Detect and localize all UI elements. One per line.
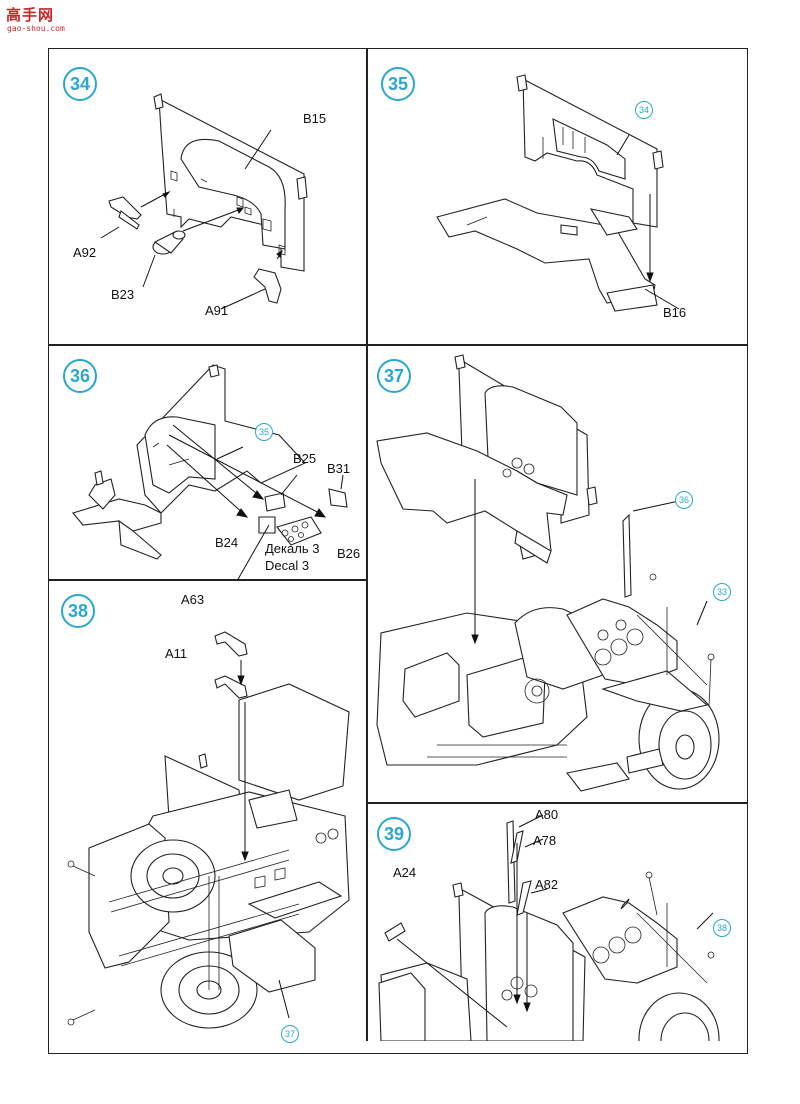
step-36-panel: 36 35 B25 B31 B24 B26 Декаль 3 Decal 3	[49, 345, 367, 580]
ref-step-35: 35	[255, 423, 273, 441]
step-39-drawing	[378, 814, 720, 1041]
step-38-drawing	[67, 631, 350, 1029]
step-37-drawing	[376, 354, 720, 792]
decal-label-en: Decal 3	[265, 558, 310, 573]
divider-right-mid	[367, 802, 747, 804]
decal-label-ru: Декаль 3	[265, 541, 320, 556]
step-34-drawing	[100, 93, 308, 310]
divider-top-row	[49, 344, 747, 346]
step-35-drawing	[436, 74, 680, 312]
part-label-b15: B15	[303, 111, 327, 126]
step-number-36: 36	[63, 359, 97, 393]
part-label-a82: A82	[535, 877, 559, 892]
ref-step-38: 38	[713, 919, 731, 937]
ref-step-34: 34	[635, 101, 653, 119]
divider-left-mid	[49, 579, 367, 581]
divider-vertical	[366, 49, 368, 1041]
step-39-panel: 39 38 A80 A78 A24 A82	[367, 803, 747, 1041]
part-label-a92: A92	[73, 245, 97, 260]
step-number-38: 38	[61, 594, 95, 628]
step-number-37: 37	[377, 359, 411, 393]
step-38-panel: 38 37 A63 A11	[49, 580, 367, 1043]
part-label-a91: A91	[205, 303, 229, 318]
ref-step-36: 36	[675, 491, 693, 509]
ref-step-33: 33	[713, 583, 731, 601]
part-label-b24: B24	[215, 535, 239, 550]
decal-note: Декаль 3 Decal 3	[265, 540, 319, 574]
step-37-panel: 37 36 33	[367, 345, 747, 803]
part-label-a78: A78	[533, 833, 557, 848]
part-label-a63: A63	[181, 592, 205, 607]
step-number-39: 39	[377, 817, 411, 851]
part-label-b23: B23	[111, 287, 135, 302]
part-label-b26: B26	[337, 546, 361, 561]
part-label-a11: A11	[165, 646, 188, 661]
step-number-35: 35	[381, 67, 415, 101]
watermark-text: 高手网	[6, 6, 55, 24]
step-35-panel: 35 34 B16	[367, 49, 747, 345]
watermark-logo: 高手网 gao-shou.com	[6, 4, 76, 38]
part-label-a24: A24	[393, 865, 417, 880]
step-36-drawing	[72, 364, 348, 580]
part-label-a80: A80	[535, 807, 559, 822]
step-number-34: 34	[63, 67, 97, 101]
part-label-b25: B25	[293, 451, 317, 466]
part-label-b31: B31	[327, 461, 351, 476]
part-label-b16: B16	[663, 305, 687, 320]
instruction-sheet: 34 B15 A92 B23 A91	[48, 48, 748, 1054]
step-34-panel: 34 B15 A92 B23 A91	[49, 49, 367, 345]
ref-step-37: 37	[281, 1025, 299, 1043]
watermark-url: gao-shou.com	[7, 24, 65, 33]
